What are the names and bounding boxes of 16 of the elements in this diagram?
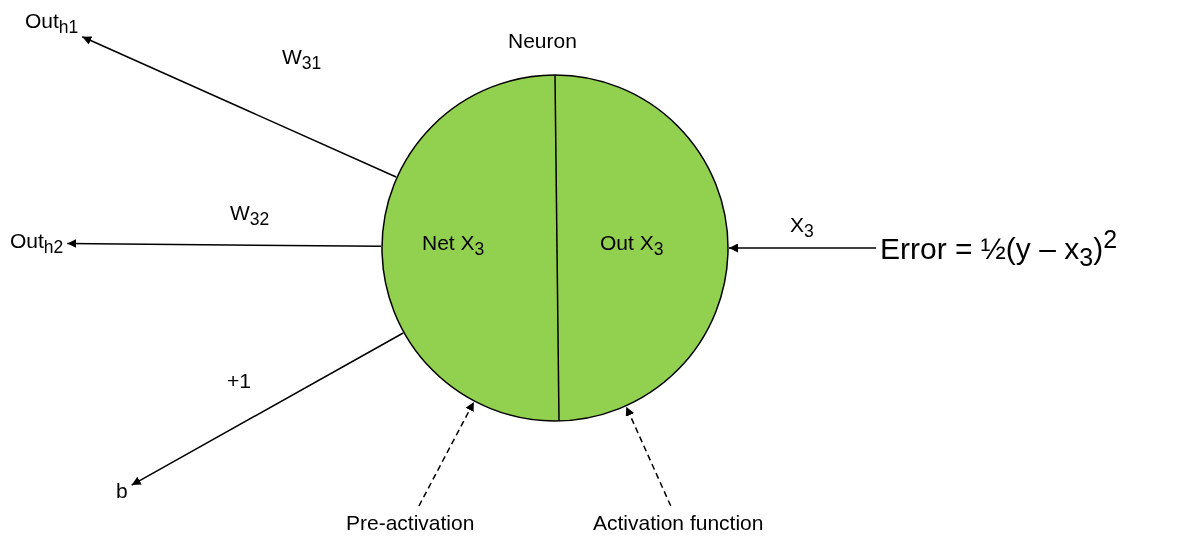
arrow [81, 36, 397, 178]
arrow [130, 332, 404, 486]
arrow [728, 243, 877, 253]
dashed-arrow [418, 401, 475, 507]
dashed-arrow [625, 406, 672, 507]
annotation-text: Pre-activation [346, 510, 475, 536]
output-label: Out$_{h1}$ [25, 8, 79, 39]
error-formula: Error = ½(y – x$_{3}$)$^{2}$ [880, 224, 1118, 272]
arrow [66, 238, 382, 248]
bias-label: b [116, 478, 128, 504]
node-caption: Neuron [508, 28, 577, 54]
neuron-circle [382, 75, 728, 421]
output-label: Out$_{h2}$ [10, 228, 64, 259]
half-label: Out X$_{3}$ [600, 230, 664, 261]
half-label: Net X$_{3}$ [422, 230, 485, 261]
annotation-text: Activation function [593, 510, 764, 536]
